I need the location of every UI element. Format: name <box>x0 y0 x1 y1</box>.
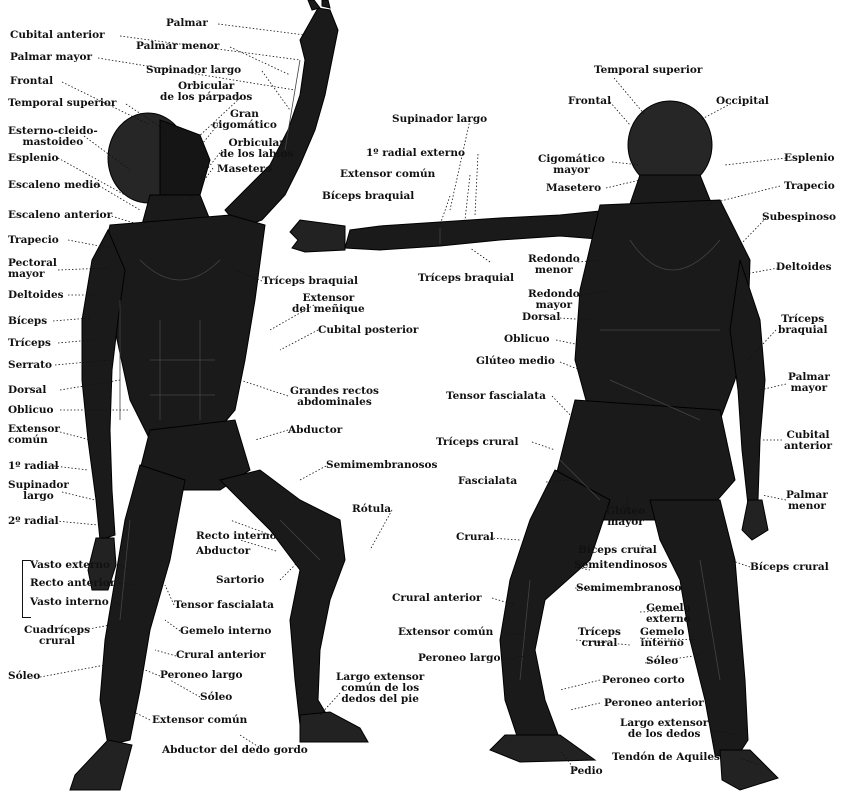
label-r-biceps-crural: Bíceps crural <box>578 545 657 556</box>
label-r-subespinoso: Subespinoso <box>762 212 836 223</box>
label-oblicuo: Oblicuo <box>8 405 54 416</box>
label-peroneo-largo: Peroneo largo <box>160 670 242 681</box>
label-extensor-comun: Extensor común <box>8 424 60 446</box>
label-supinador-largo: Supinador largo <box>146 65 241 76</box>
label-semimembranosos: Semimembranosos <box>326 460 437 471</box>
label-r-gluteo-mayor: Glúteo mayor <box>606 506 645 528</box>
label-r-triceps-crural: Tríceps crural <box>436 437 518 448</box>
label-cubital-anterior: Cubital anterior <box>10 30 105 41</box>
label-extensor-comun-2: Extensor común <box>152 715 247 726</box>
label-tensor-fascialata: Tensor fascialata <box>174 600 274 611</box>
label-largo-extensor: Largo extensor común de los dedos del pi… <box>336 672 424 705</box>
label-r-occipital: Occipital <box>716 96 769 107</box>
label-cuadriceps-crural: Cuadríceps crural <box>24 625 90 647</box>
label-r-palmar-mayor: Palmar mayor <box>788 372 830 394</box>
label-r-redondo-menor: Redondo menor <box>528 254 580 276</box>
label-r-tensor-fascialata: Tensor fascialata <box>446 391 546 402</box>
label-escaleno-anterior: Escaleno anterior <box>8 210 112 221</box>
label-palmar-menor: Palmar menor <box>136 41 219 52</box>
label-serrato: Serrato <box>8 360 52 371</box>
label-r-triceps-crural-2: Tríceps crural <box>578 627 621 649</box>
label-masetero: Masetero <box>217 164 272 175</box>
label-frontal: Frontal <box>10 76 53 87</box>
label-r-supinador-largo: Supinador largo <box>392 114 487 125</box>
label-r-trapecio: Trapecio <box>784 181 835 192</box>
label-vasto-externo: Vasto externo <box>30 560 110 571</box>
label-r-gemelo-interno: Gemelo interno <box>640 627 684 649</box>
label-palmar-mayor: Palmar mayor <box>10 52 92 63</box>
label-1-radial: 1º radial <box>8 461 59 472</box>
label-r-peroneo-anterior: Peroneo anterior <box>604 698 704 709</box>
label-r-redondo-mayor: Redondo mayor <box>528 289 580 311</box>
label-recto-interno: Recto interno <box>196 531 277 542</box>
label-r-cubital-anterior: Cubital anterior <box>784 430 832 452</box>
label-pectoral-mayor: Pectoral mayor <box>8 258 57 280</box>
label-r-extensor-comun-pie: Extensor común <box>398 627 493 638</box>
label-r-fascialata: Fascialata <box>458 476 517 487</box>
label-r-triceps-braquial: Tríceps braquial <box>778 314 827 336</box>
label-orbicular-parpados: Orbicular de los párpados <box>160 81 252 103</box>
label-sartorio: Sartorio <box>216 575 264 586</box>
label-r-gemelo-externo: Gemelo externo <box>646 603 691 625</box>
label-rotula: Rótula <box>352 504 391 515</box>
label-trapecio: Trapecio <box>8 235 59 246</box>
label-r-peroneo-largo: Peroneo largo <box>418 653 500 664</box>
label-recto-anterior: Recto anterior <box>30 578 115 589</box>
label-r-triceps-braquial-left: Tríceps braquial <box>418 273 514 284</box>
label-r-tendon-aquiles: Tendón de Aquiles <box>612 752 720 763</box>
label-r-biceps-crural-2: Bíceps crural <box>750 562 829 573</box>
label-r-soleo: Sóleo <box>646 656 678 667</box>
label-r-dorsal: Dorsal <box>522 312 560 323</box>
label-triceps: Tríceps <box>8 338 51 349</box>
label-vasto-interno: Vasto interno <box>30 597 109 608</box>
label-gran-cigomatico: Gran cigomático <box>212 109 277 131</box>
label-r-gluteo-medio: Glúteo medio <box>476 356 555 367</box>
label-r-frontal: Frontal <box>568 96 611 107</box>
label-palmar: Palmar <box>166 18 208 29</box>
label-r-masetero: Masetero <box>546 183 601 194</box>
label-esplenio: Esplenio <box>8 153 59 164</box>
label-r-oblicuo: Oblicuo <box>504 334 550 345</box>
label-r-temporal-superior: Temporal superior <box>594 65 702 76</box>
label-r-peroneo-corto: Peroneo corto <box>602 675 685 686</box>
label-r-esplenio: Esplenio <box>784 153 835 164</box>
label-gemelo-interno: Gemelo interno <box>180 626 271 637</box>
label-r-semimembranoso: Semimembranoso <box>576 583 682 594</box>
label-deltoides: Deltoides <box>8 290 64 301</box>
label-cubital-posterior: Cubital posterior <box>318 325 418 336</box>
label-r-palmar-menor: Palmar menor <box>786 490 828 512</box>
label-r-extensor-comun: Extensor común <box>340 169 435 180</box>
label-crural-anterior: Crural anterior <box>176 650 266 661</box>
label-biceps: Bíceps <box>8 316 47 327</box>
label-extensor-menique: Extensor del meñique <box>292 293 365 315</box>
label-2-radial: 2º radial <box>8 516 59 527</box>
label-dorsal: Dorsal <box>8 385 46 396</box>
label-r-crural-anterior: Crural anterior <box>392 593 482 604</box>
label-soleo-2: Sóleo <box>200 692 232 703</box>
label-r-radial-externo: 1º radial externo <box>366 148 465 159</box>
label-soleo: Sóleo <box>8 671 40 682</box>
label-abductor: Abductor <box>288 425 342 436</box>
label-abductor-dedo-gordo: Abductor del dedo gordo <box>162 745 308 756</box>
label-abductor-2: Abductor <box>196 546 250 557</box>
label-r-deltoides: Deltoides <box>776 262 832 273</box>
label-r-largo-extensor-dedos: Largo extensor de los dedos <box>620 718 708 740</box>
label-r-cigomatico-mayor: Cigomático mayor <box>538 154 605 176</box>
label-r-biceps-braquial: Bíceps braquial <box>322 191 414 202</box>
label-triceps-braquial: Tríceps braquial <box>262 276 358 287</box>
label-esterno-cleido-mastoideo: Esterno-cleido- mastoideo <box>8 126 98 148</box>
label-r-semitendinosos: Semitendinosos <box>574 560 667 571</box>
label-r-pedio: Pedio <box>570 766 603 777</box>
label-temporal-superior: Temporal superior <box>8 98 116 109</box>
label-grandes-rectos: Grandes rectos abdominales <box>290 386 379 408</box>
label-r-crural: Crural <box>456 532 494 543</box>
label-supinador-largo-2: Supinador largo <box>8 480 69 502</box>
label-escaleno-medio: Escaleno medio <box>8 180 100 191</box>
label-orbicular-labios: Orbicular de los labios <box>220 138 293 160</box>
